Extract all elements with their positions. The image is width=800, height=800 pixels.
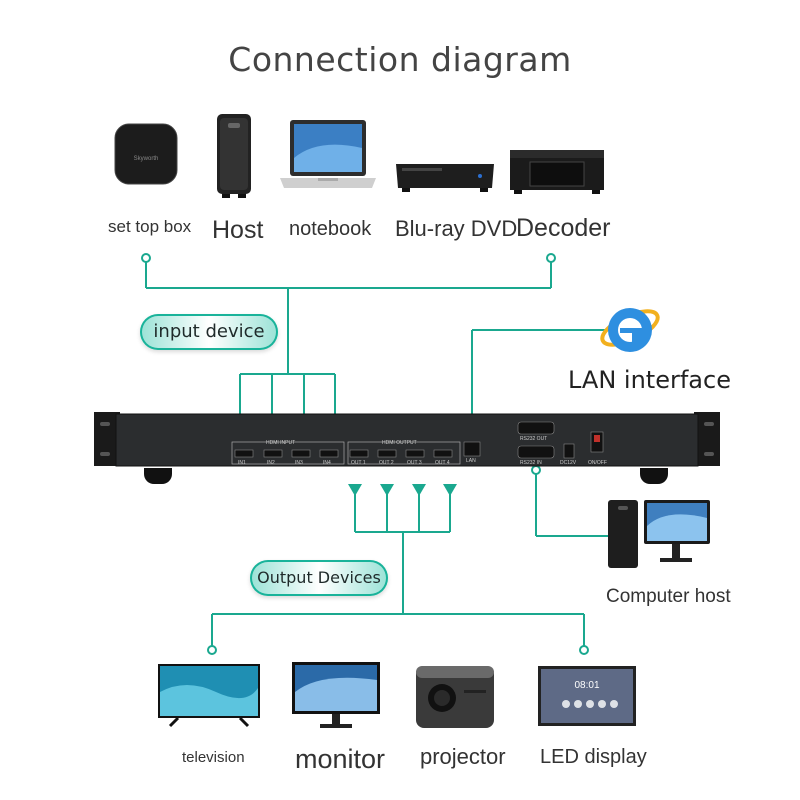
lan-interface-label: LAN interface (568, 366, 731, 394)
pc-tower-icon (214, 110, 254, 200)
port-out3: OUT 3 (407, 460, 422, 466)
port-rs232-out: RS232 OUT (520, 436, 548, 442)
matrix-foot-left (144, 468, 172, 484)
input-label-decoder: Decoder (516, 214, 611, 242)
output-label-projector: projector (420, 744, 506, 769)
hdmi-input-header: HDMI INPUT (266, 440, 296, 446)
port-in1: IN1 (238, 460, 246, 466)
svg-text:Skyworth: Skyworth (134, 156, 159, 162)
port-out4: OUT 4 (435, 460, 450, 466)
port-out2: OUT 2 (379, 460, 394, 466)
port-rs232-in: RS232 IN (520, 460, 542, 466)
tv-icon (156, 662, 262, 728)
monitor-icon (290, 660, 382, 732)
input-label-set-top-box: set top box (108, 217, 192, 236)
output-label-led-display: LED display (540, 746, 647, 768)
hdmi-output-header: HDMI OUTPUT (382, 440, 417, 446)
output-devices-label: Output Devices (250, 560, 388, 596)
computer-host-label: Computer host (606, 586, 731, 607)
computer-host-icon (606, 496, 714, 572)
bluray-player-icon (392, 160, 498, 194)
input-label-host: Host (212, 216, 264, 244)
port-in3: IN3 (295, 460, 303, 466)
port-in2: IN2 (267, 460, 275, 466)
input-label-bluray: Blu-ray DVD (395, 216, 518, 241)
port-out1: OUT 1 (351, 460, 366, 466)
port-lan: LAN (466, 458, 476, 464)
decoder-icon (508, 146, 606, 196)
port-dc12v: DC12V (560, 460, 577, 466)
port-in4: IN4 (323, 460, 331, 466)
svg-text:08:01: 08:01 (574, 680, 599, 691)
output-label-television: television (182, 749, 245, 766)
internet-explorer-icon (596, 296, 664, 360)
output-label-monitor: monitor (295, 744, 386, 774)
set-top-box-icon: Skyworth (110, 118, 182, 190)
laptop-icon (278, 118, 378, 194)
input-label-notebook: notebook (289, 218, 372, 240)
projector-icon (412, 660, 498, 732)
input-device-label: input device (140, 314, 278, 350)
port-onoff: ON/OFF (588, 460, 607, 466)
led-display-icon: 08:01 (536, 664, 638, 728)
matrix-switcher: HDMI INPUT HDMI OUTPUT IN1 IN2 IN3 IN4 O… (94, 412, 720, 484)
page-title: Connection diagram (228, 40, 572, 79)
matrix-foot-right (640, 468, 668, 484)
